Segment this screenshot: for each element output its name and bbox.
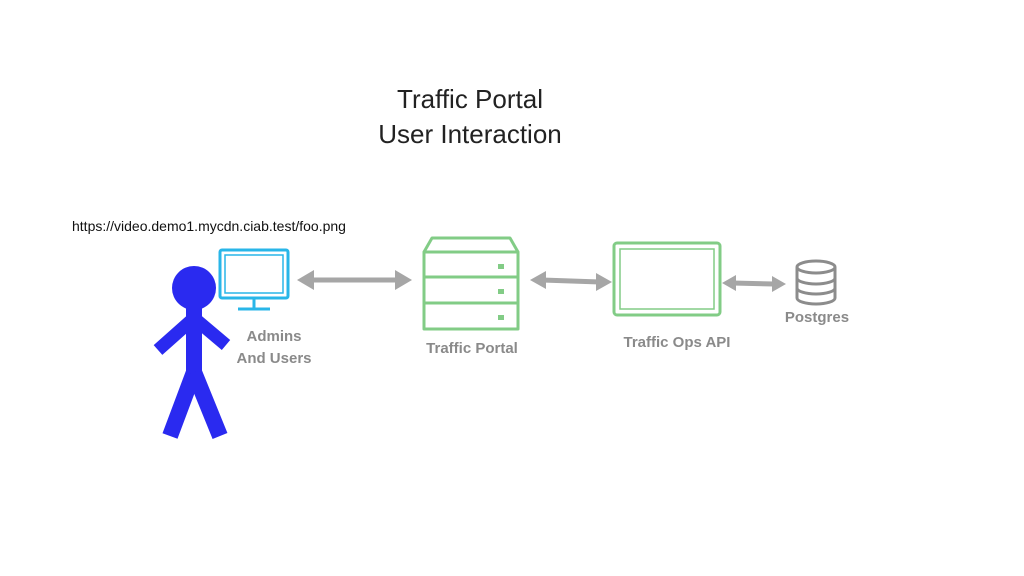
database-icon (795, 259, 837, 306)
person-icon (153, 266, 231, 440)
users-label: Admins And Users (224, 326, 324, 370)
title-line-2: User Interaction (378, 119, 562, 149)
request-url: https://video.demo1.mycdn.ciab.test/foo.… (72, 218, 346, 234)
postgres-label: Postgres (784, 309, 850, 326)
screen-icon (612, 241, 722, 317)
arrow-users-portal (297, 270, 412, 290)
server-icon (422, 236, 520, 331)
title-line-1: Traffic Portal (397, 84, 543, 114)
arrow-portal-api (530, 271, 612, 291)
users-label-line-2: And Users (236, 350, 312, 367)
monitor-icon (218, 248, 290, 311)
users-label-line-1: Admins (246, 328, 302, 345)
diagram-title: Traffic Portal User Interaction (0, 82, 940, 152)
traffic-ops-api-label: Traffic Ops API (623, 334, 731, 351)
traffic-portal-label: Traffic Portal (426, 340, 518, 357)
arrow-api-db (722, 275, 786, 292)
